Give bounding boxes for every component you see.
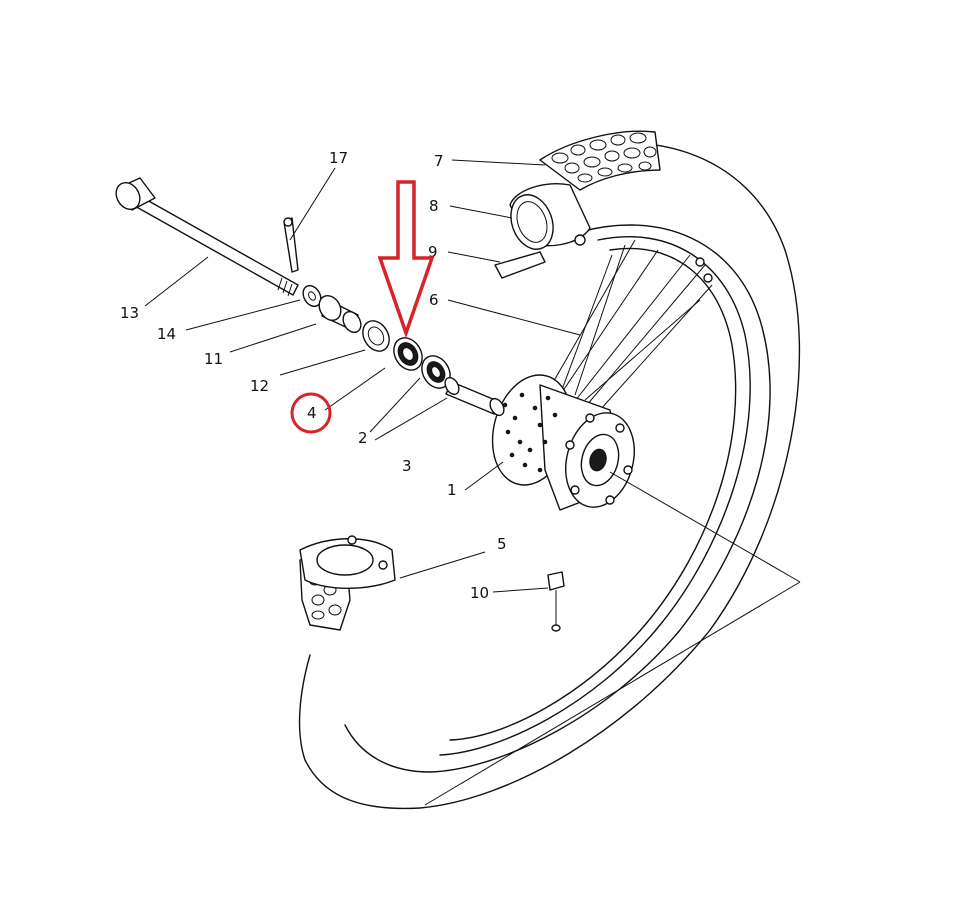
- part-labels: 1 2 3 4 5 6 7 8 9 10 11 12 13 14 17: [120, 149, 507, 602]
- part-label-1: 1: [447, 481, 457, 499]
- part-label-14: 14: [157, 325, 176, 343]
- tube-and-rim-band: [494, 183, 591, 279]
- part-label-10: 10: [470, 584, 489, 602]
- part-label-4: 4: [307, 404, 317, 422]
- hub: [491, 374, 635, 511]
- down-arrow-highlight: [377, 180, 435, 339]
- leader-lines: [144, 159, 581, 593]
- circle-highlight: [290, 392, 332, 434]
- part-label-6: 6: [429, 291, 439, 309]
- part-label-7: 7: [434, 152, 444, 170]
- spokes: [539, 239, 713, 426]
- part-label-9: 9: [428, 243, 438, 261]
- axle-parts: [115, 177, 565, 632]
- part-label-17: 17: [329, 149, 348, 167]
- highlight-annotations: [290, 180, 435, 434]
- part-label-13: 13: [120, 304, 139, 322]
- part-label-11: 11: [204, 350, 223, 368]
- part-label-3: 3: [402, 457, 412, 475]
- part-label-12: 12: [250, 377, 269, 395]
- tire: [298, 130, 801, 810]
- projection-lines: [424, 471, 801, 806]
- part-label-2: 2: [358, 429, 368, 447]
- part-label-8: 8: [429, 197, 439, 215]
- part-label-5: 5: [497, 535, 507, 553]
